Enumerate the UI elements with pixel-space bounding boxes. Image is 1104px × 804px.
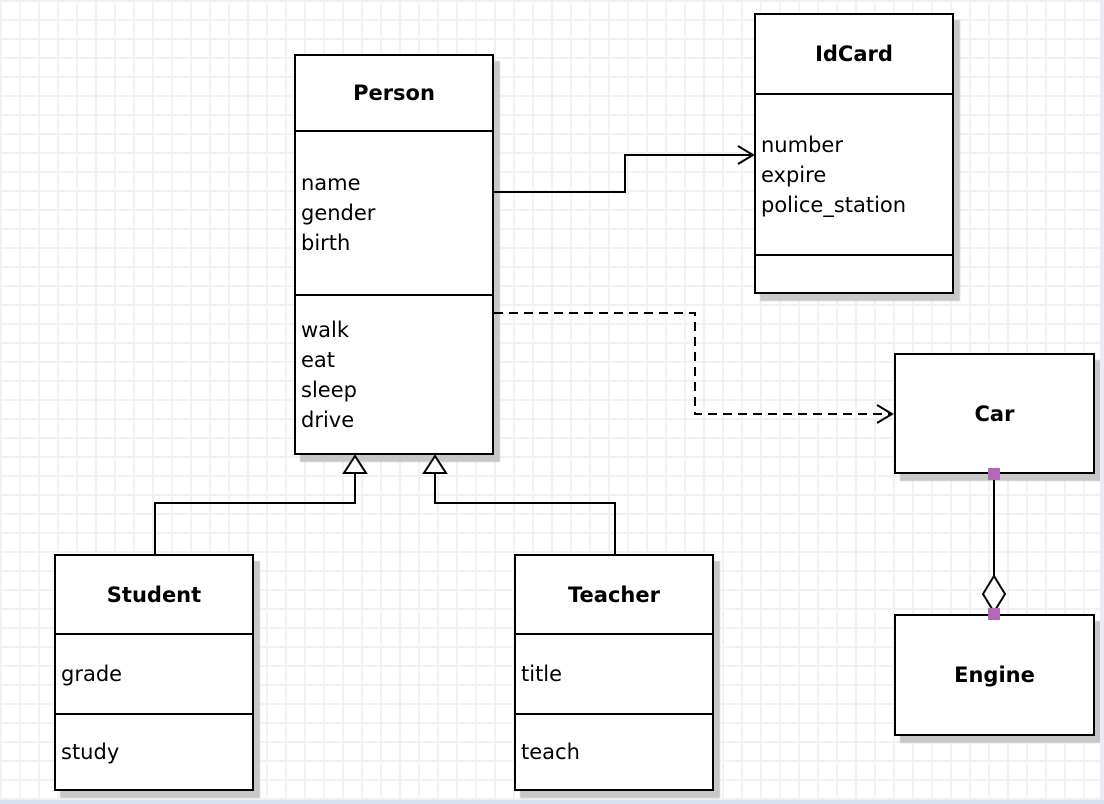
attribute: birth	[301, 231, 351, 255]
connector-car-engine-aggregation[interactable]	[981, 468, 1007, 620]
class-title-car: Car	[974, 401, 1015, 426]
class-box-person[interactable]: Person name gender birth walk eat sleep …	[294, 54, 494, 455]
class-title-student: Student	[106, 582, 202, 607]
idcard-attributes-compartment: number expire police_station	[756, 93, 952, 254]
attribute: expire	[761, 162, 827, 187]
method: teach	[521, 740, 580, 764]
person-attributes-compartment: name gender birth	[296, 130, 492, 294]
idcard-methods-compartment	[756, 254, 952, 292]
connector-person-idcard-association[interactable]	[494, 145, 755, 193]
attribute: title	[521, 662, 563, 686]
attribute: name	[301, 171, 361, 195]
hollow-triangle-icon	[422, 454, 448, 474]
method: study	[61, 740, 120, 764]
class-title-idcard: IdCard	[815, 42, 893, 66]
method: drive	[301, 407, 355, 432]
attribute: number	[761, 132, 843, 157]
class-box-student[interactable]: Student grade study	[54, 554, 254, 791]
method: eat	[301, 347, 336, 372]
hollow-triangle-icon	[342, 454, 368, 474]
connector-student-person-generalization[interactable]	[154, 454, 368, 554]
method: walk	[301, 317, 350, 342]
attribute: police_station	[761, 192, 907, 217]
attribute: gender	[301, 201, 376, 225]
hollow-diamond-icon	[981, 574, 1007, 614]
method: sleep	[301, 377, 357, 402]
connector-teacher-person-generalization[interactable]	[422, 454, 616, 554]
scrollbar-track-vertical[interactable]	[1100, 0, 1104, 804]
class-box-car[interactable]: Car	[894, 353, 1095, 474]
person-methods-compartment: walk eat sleep drive	[296, 294, 492, 453]
open-arrowhead-icon	[737, 145, 755, 165]
attribute: grade	[61, 662, 123, 686]
student-attributes-compartment: grade	[56, 633, 252, 713]
student-methods-compartment: study	[56, 713, 252, 789]
class-box-idcard[interactable]: IdCard number expire police_station	[754, 13, 954, 294]
scrollbar-track-horizontal[interactable]	[0, 800, 1104, 804]
teacher-methods-compartment: teach	[516, 713, 712, 789]
open-arrowhead-icon	[876, 404, 894, 424]
class-box-engine[interactable]: Engine	[894, 614, 1095, 736]
class-title-engine: Engine	[954, 663, 1035, 687]
class-box-teacher[interactable]: Teacher title teach	[514, 554, 714, 791]
class-title-person: Person	[353, 81, 435, 105]
class-title-teacher: Teacher	[568, 582, 660, 607]
teacher-attributes-compartment: title	[516, 633, 712, 713]
connector-person-car-dependency[interactable]	[494, 312, 894, 424]
